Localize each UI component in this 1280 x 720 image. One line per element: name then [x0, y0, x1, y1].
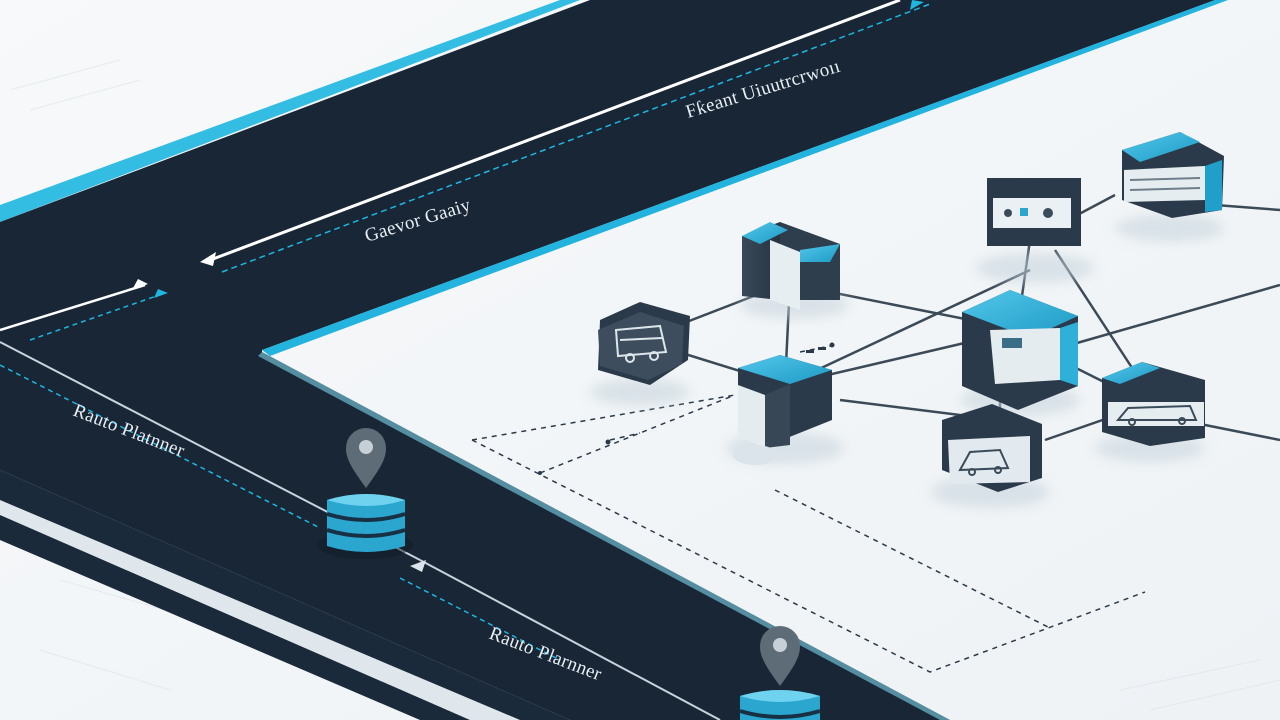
- road-upper-segment: [0, 0, 1215, 352]
- node-server-2[interactable]: [733, 355, 832, 465]
- node-server-3[interactable]: [1122, 132, 1224, 218]
- dashed-routes: [471, 344, 1146, 673]
- node-monitor[interactable]: [987, 178, 1081, 246]
- location-marker-1[interactable]: [317, 428, 413, 559]
- road: [0, 0, 1228, 720]
- map-pin-icon: [760, 626, 800, 686]
- user-group-icon: [1004, 208, 1053, 218]
- road-inner-edge: [262, 0, 1228, 356]
- node-central-hub[interactable]: [962, 290, 1078, 410]
- background-grid: [9, 59, 1280, 711]
- lane-markings: [0, 0, 931, 720]
- location-marker-2[interactable]: [739, 626, 821, 720]
- road-lower-segment: [0, 352, 950, 720]
- database-stack-icon: [326, 494, 406, 552]
- truck-icon: [958, 448, 1010, 476]
- road-edge-glow: [0, 0, 580, 222]
- van-icon: [1115, 404, 1198, 426]
- arrow-right-icon: [154, 289, 168, 298]
- truck-icon: [614, 324, 668, 363]
- arrow-left-icon: [200, 252, 216, 266]
- arrow-right-icon: [910, 0, 924, 10]
- node-truck-screen[interactable]: [942, 404, 1042, 492]
- direction-arrow-icons: [132, 0, 924, 572]
- map-pin-icon: [346, 428, 386, 488]
- node-van-depot[interactable]: [1102, 362, 1205, 446]
- database-stack-icon: [739, 690, 821, 720]
- node-hub-truck[interactable]: [598, 302, 690, 385]
- arrow-left-icon: [410, 560, 426, 572]
- arrow-right-icon: [132, 279, 148, 290]
- node-server-1[interactable]: [742, 222, 840, 310]
- small-dots: [538, 342, 835, 475]
